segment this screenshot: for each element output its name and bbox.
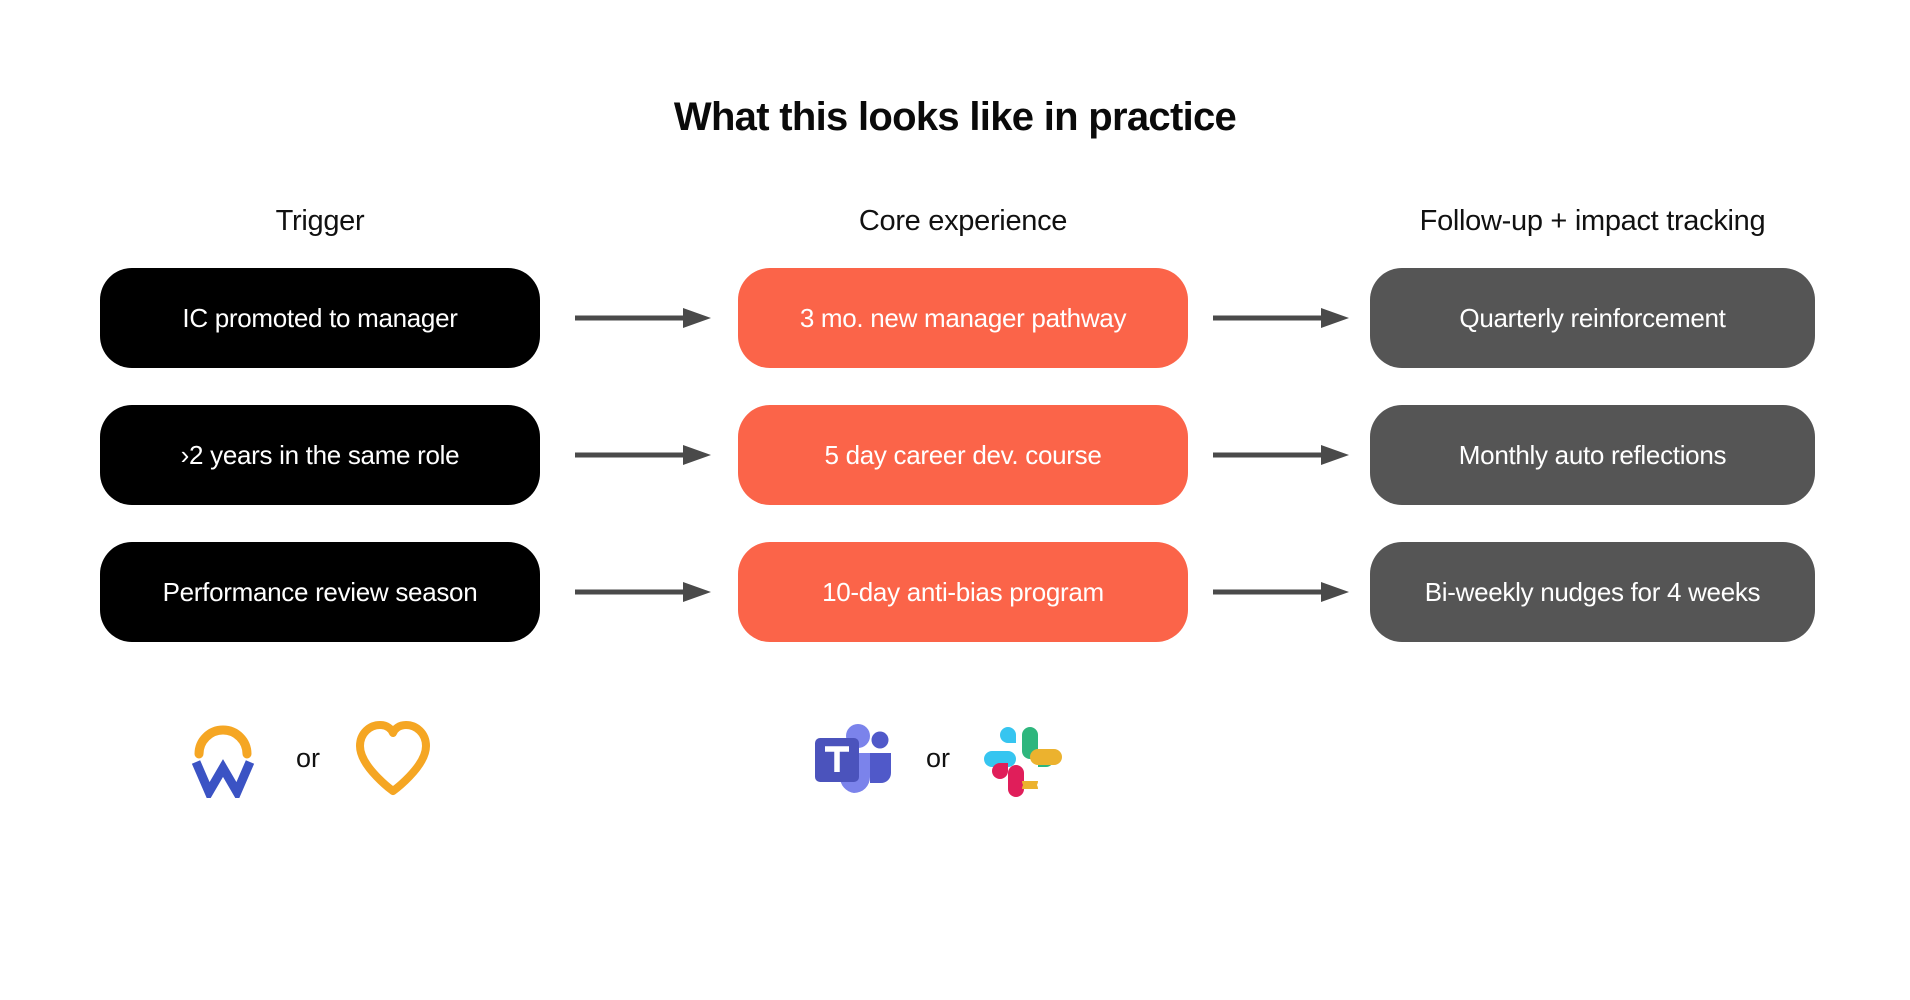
core-pill[interactable]: 3 mo. new manager pathway bbox=[738, 268, 1188, 368]
arrow-right-icon bbox=[575, 444, 715, 466]
arrow-right-icon bbox=[575, 307, 715, 329]
followup-pill[interactable]: Quarterly reinforcement bbox=[1370, 268, 1815, 368]
column-header-trigger: Trigger bbox=[275, 205, 365, 237]
microsoft-teams-logo[interactable] bbox=[810, 715, 896, 801]
trigger-source-logos: or bbox=[180, 715, 436, 801]
followup-pill[interactable]: Bi-weekly nudges for 4 weeks bbox=[1370, 542, 1815, 642]
column-header-core: Core experience bbox=[858, 205, 1068, 237]
column-header-followup: Follow-up + impact tracking bbox=[1419, 205, 1766, 237]
arrow-right-icon bbox=[1213, 444, 1353, 466]
arrow-right-icon bbox=[1213, 307, 1353, 329]
core-pill[interactable]: 10-day anti-bias program bbox=[738, 542, 1188, 642]
arrow-right-icon bbox=[575, 581, 715, 603]
arrow-right-icon bbox=[1213, 581, 1353, 603]
separator-label: or bbox=[926, 742, 951, 773]
slack-logo[interactable] bbox=[980, 715, 1066, 801]
core-pill[interactable]: 5 day career dev. course bbox=[738, 405, 1188, 505]
trigger-pill[interactable]: Performance review season bbox=[100, 542, 540, 642]
trigger-pill[interactable]: IC promoted to manager bbox=[100, 268, 540, 368]
heart-logo[interactable] bbox=[350, 715, 436, 801]
trigger-pill[interactable]: ›2 years in the same role bbox=[100, 405, 540, 505]
workday-logo[interactable] bbox=[180, 715, 266, 801]
separator-label: or bbox=[296, 742, 321, 773]
channel-logos: or bbox=[810, 715, 1066, 801]
page-title: What this looks like in practice bbox=[673, 95, 1237, 139]
followup-pill[interactable]: Monthly auto reflections bbox=[1370, 405, 1815, 505]
